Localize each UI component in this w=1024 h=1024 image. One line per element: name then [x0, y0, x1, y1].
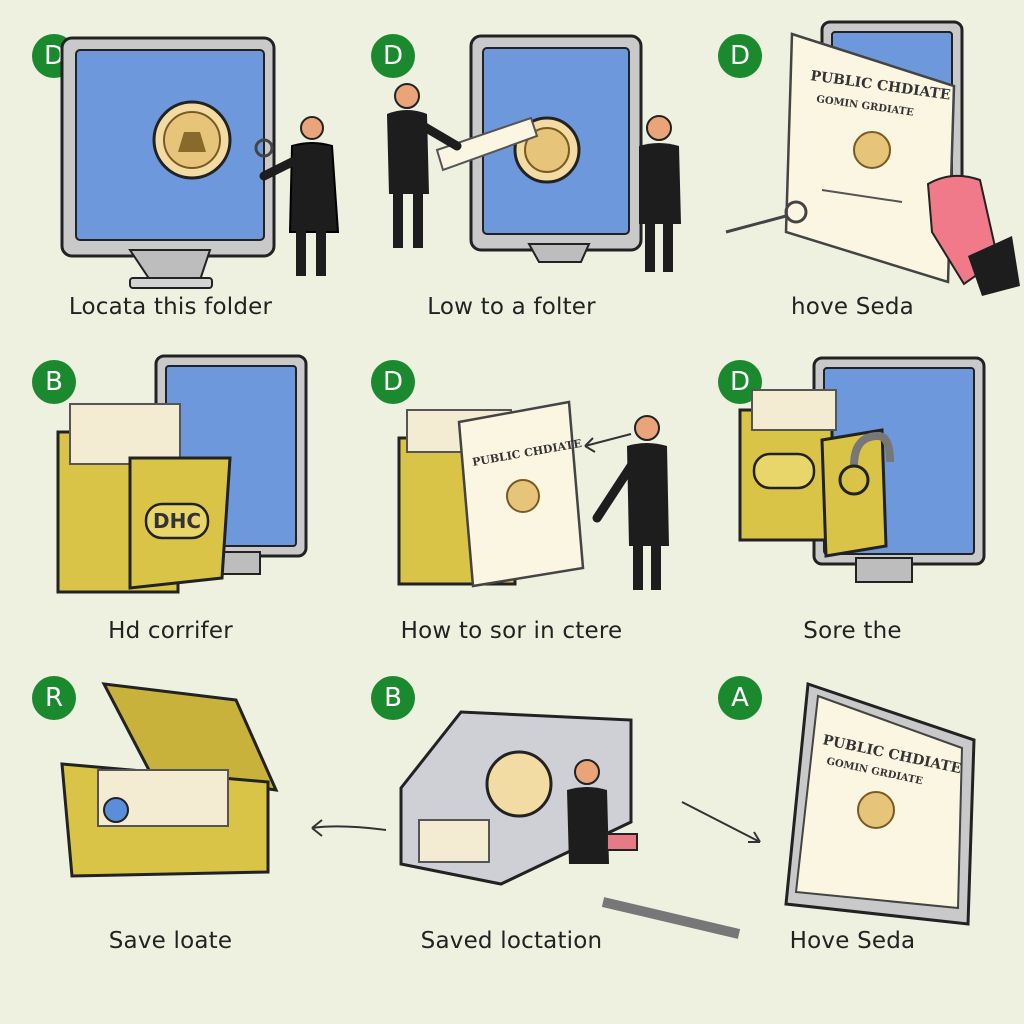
step-badge: D — [371, 360, 415, 404]
hard-drive-icon — [399, 710, 633, 886]
certificate-illustration: PUBLIC CHDIATE GOMIN GRDIATE — [725, 20, 1020, 296]
businessman-icon — [567, 759, 741, 939]
monitor-icon — [60, 36, 276, 289]
panel-1: D Locata this folder — [0, 0, 341, 336]
step-caption: Saved loctation — [420, 928, 603, 954]
businessman-icon — [259, 116, 340, 276]
businessman-icon — [387, 83, 462, 248]
monitor-seal-illustration — [60, 36, 340, 289]
arrow-icon — [584, 433, 632, 453]
folder-monitor-illustration: DHC — [56, 354, 308, 594]
seal-icon — [506, 479, 540, 513]
arrow-icon — [681, 801, 761, 843]
businessman-icon — [592, 415, 669, 590]
step-badge: D — [371, 34, 415, 78]
padlock-icon — [838, 431, 894, 496]
panel-6: D Sore the — [682, 346, 1023, 682]
step-caption: Low to a folter — [427, 294, 596, 320]
step-badge: B — [371, 676, 415, 720]
step-caption: Hd corrifer — [108, 618, 233, 644]
box-illustration — [60, 682, 387, 878]
panel-8: B Saved loctation — [341, 664, 741, 1000]
panel-2: D Low to a folter — [341, 0, 682, 336]
badge-icon — [103, 797, 129, 823]
tablet-icon: PUBLIC CHDIATE GOMIN GRDIATE — [784, 681, 976, 926]
certificate-icon: PUBLIC CHDIATE GOMIN GRDIATE — [784, 32, 956, 284]
businessman-icon — [639, 115, 681, 272]
step-caption: Save loate — [108, 928, 233, 954]
step-caption: How to sor in ctere — [400, 618, 623, 644]
folder-icon: DHC — [56, 403, 232, 594]
key-icon — [725, 200, 808, 234]
step-caption: Sore the — [803, 618, 902, 644]
step-badge: D — [718, 34, 762, 78]
drive-illustration — [399, 710, 741, 939]
step-badge: R — [32, 676, 76, 720]
locked-folder-illustration — [738, 356, 986, 583]
storage-box-icon — [60, 682, 279, 878]
panel-7: R Save loate — [0, 664, 387, 1000]
arrow-icon — [311, 819, 387, 837]
panel-5: D PUBLIC CHDIATE How to sor in ctere — [341, 346, 682, 682]
step-caption: hove Seda — [791, 294, 914, 320]
panel-9: A PUBLIC CHDIATE GOMIN GRDIATE Hove Seda — [681, 664, 1023, 1000]
sort-illustration: PUBLIC CHDIATE — [397, 400, 669, 590]
panel-3: D PUBLIC CHDIATE GOMIN GRDIATE hove Seda — [682, 0, 1023, 336]
folder-icon — [738, 389, 888, 558]
panel-4: B DHC Hd corrifer — [0, 346, 341, 682]
folder-label: DHC — [153, 509, 201, 533]
tablet-illustration: PUBLIC CHDIATE GOMIN GRDIATE — [681, 681, 976, 926]
seal-icon — [857, 791, 895, 829]
step-badge: B — [32, 360, 76, 404]
seal-icon — [152, 100, 232, 180]
document-icon — [435, 116, 539, 172]
step-badge: D — [718, 360, 762, 404]
hand-icon — [926, 174, 1020, 296]
step-caption: Hove Seda — [789, 928, 916, 954]
seal-icon — [485, 750, 553, 818]
key-icon — [254, 138, 274, 158]
step-badge: A — [718, 676, 762, 720]
seal-icon — [853, 131, 891, 169]
handoff-illustration — [387, 34, 681, 272]
certificate-icon: PUBLIC CHDIATE — [457, 400, 585, 588]
step-caption: Locata this folder — [68, 294, 273, 320]
